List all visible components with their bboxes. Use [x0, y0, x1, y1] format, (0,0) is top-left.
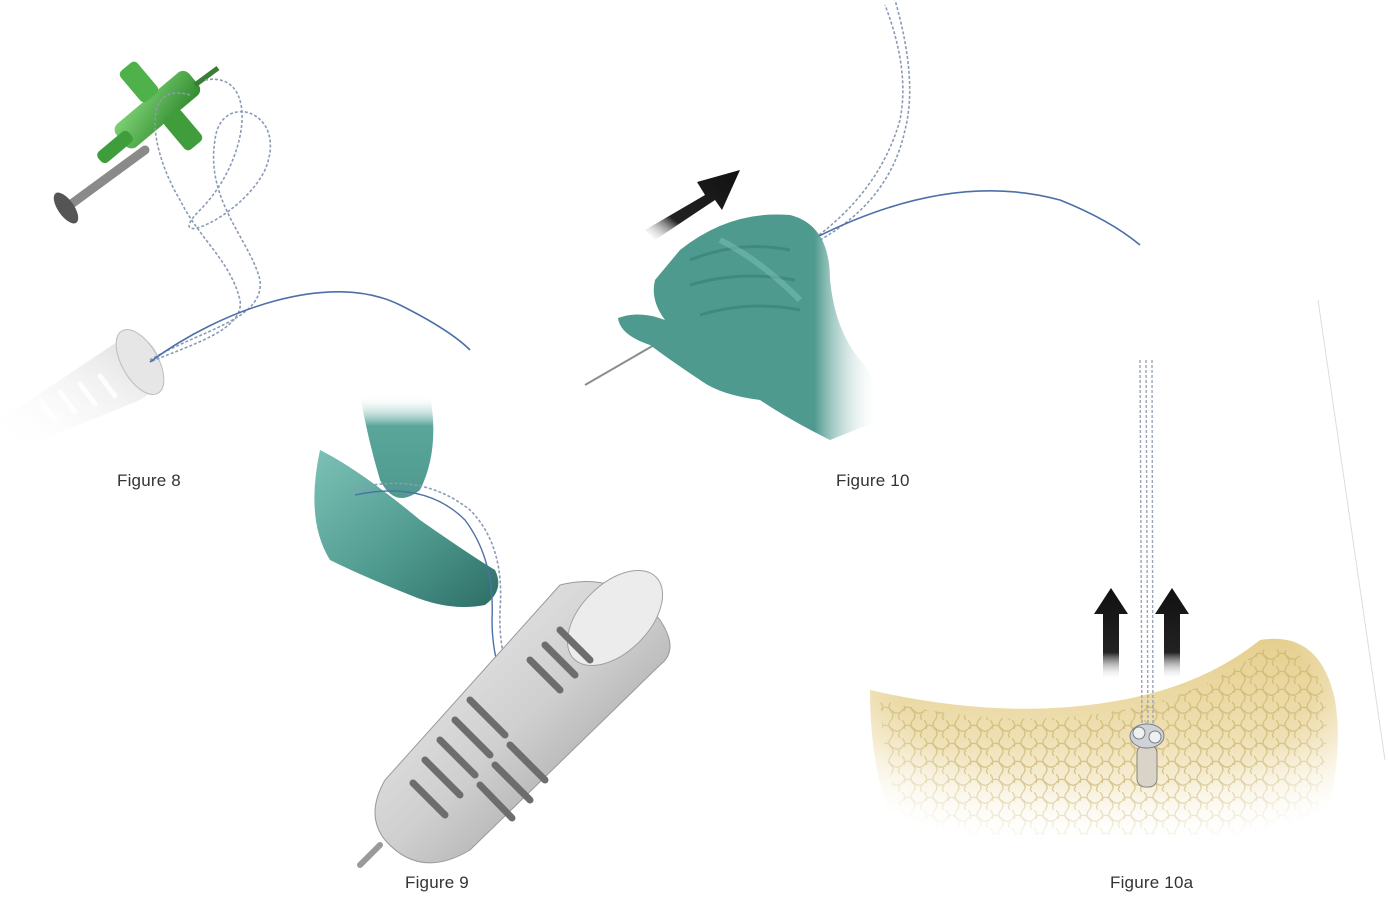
- figure-10-illustration: [585, 0, 1140, 440]
- figure-8-illustration: [0, 60, 470, 445]
- gloved-hand: [618, 214, 880, 440]
- figure-10a-illustration: [860, 300, 1385, 850]
- figure-9-caption: Figure 9: [405, 873, 469, 893]
- figure-8-caption: Figure 8: [117, 471, 181, 491]
- suture-applicator: [49, 60, 218, 228]
- tunnel-handle: [0, 322, 174, 445]
- passing-wire: [150, 292, 470, 362]
- figure-9-illustration: [314, 395, 680, 865]
- figure-10a-caption: Figure 10a: [1110, 873, 1193, 893]
- figure-10-caption: Figure 10: [836, 471, 910, 491]
- tunnel-handle-large: [360, 553, 680, 865]
- suture-strands-fig10: [815, 0, 1140, 245]
